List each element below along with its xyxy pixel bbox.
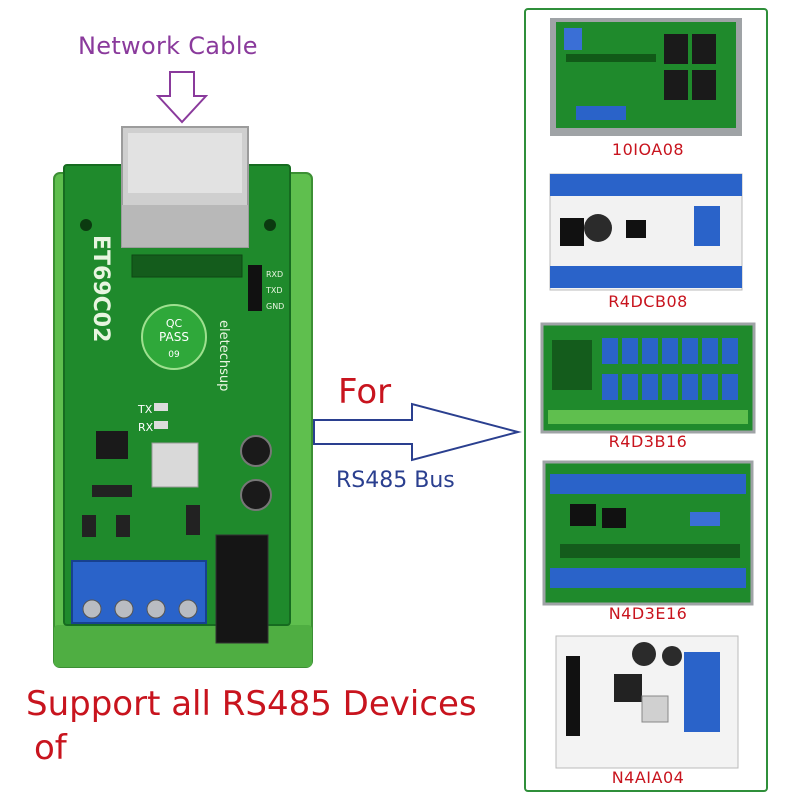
pin-label: GND xyxy=(266,302,284,311)
dc-power-jack xyxy=(215,534,269,644)
device-r4d3b16-image xyxy=(540,322,756,434)
network-cable-label: Network Cable xyxy=(78,32,258,60)
board-model-label: ET69C02 xyxy=(88,235,113,342)
qc-line2: PASS xyxy=(159,330,189,344)
brand-label: eletechsup xyxy=(216,320,231,391)
support-caption-line2: of xyxy=(34,728,67,768)
device-label-r4dcb08: R4DCB08 xyxy=(608,292,688,311)
qc-pass-sticker xyxy=(141,304,207,370)
rs485-bus-label: RS485 Bus xyxy=(336,468,455,493)
capacitor-icon xyxy=(240,435,272,467)
device-n4d3e16-image xyxy=(542,460,754,606)
tx-led-label: TX xyxy=(137,403,153,416)
right-arrow-icon xyxy=(313,402,522,462)
qc-line1: QC xyxy=(166,317,183,330)
capacitor-icon xyxy=(240,479,272,511)
pin-label: TXD xyxy=(265,286,283,295)
rx-led-label: RX xyxy=(138,421,154,434)
device-n4aia04-image xyxy=(555,635,739,769)
support-caption-line1: Support all RS485 Devices xyxy=(26,684,477,724)
device-r4dcb08-image xyxy=(549,173,743,291)
device-label-n4aia04: N4AIA04 xyxy=(611,768,685,787)
pin-header xyxy=(248,265,262,311)
device-label-r4d3b16: R4D3B16 xyxy=(608,432,688,451)
device-10ioa08-image xyxy=(550,18,742,136)
device-label-n4d3e16: N4D3E16 xyxy=(608,604,688,623)
device-panel: 10IOA08 R4DCB08 R4D3B16 N4D3E16 xyxy=(524,8,768,792)
device-label-10ioa08: 10IOA08 xyxy=(611,140,685,159)
main-board: QC PASS 09 ET69C02 eletechsup RXD TXD GN… xyxy=(53,126,313,668)
for-label: For xyxy=(338,372,392,412)
down-arrow-icon xyxy=(156,71,208,124)
qc-line3: 09 xyxy=(168,350,180,360)
pin-label: RXD xyxy=(266,270,283,279)
